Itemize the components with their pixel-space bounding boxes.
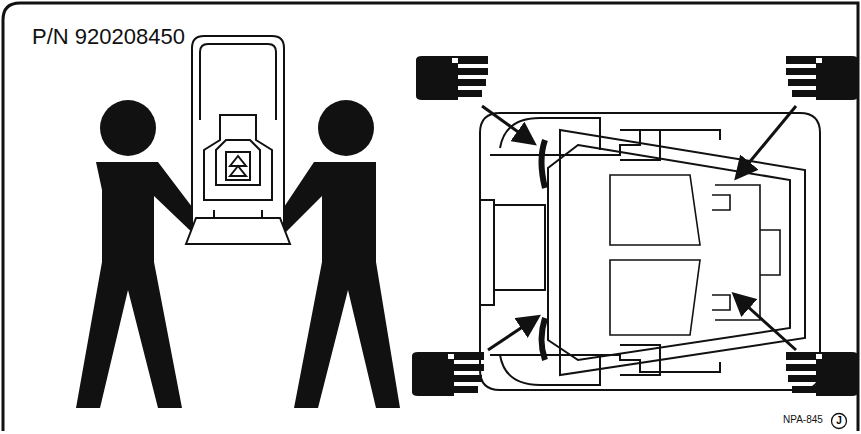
revision-mark: J [836, 416, 842, 426]
revision-letter: J [836, 416, 842, 426]
person-left [76, 100, 208, 408]
machine-top-view [480, 113, 820, 390]
hand-icon [416, 56, 488, 100]
hand-icon [786, 352, 858, 396]
revision-circle [832, 414, 847, 429]
pointer-arrows [482, 106, 796, 350]
hand-icon [412, 352, 484, 396]
part-number: P/N 920208450 [32, 24, 185, 50]
drawing-code: NPA-845 [783, 414, 823, 425]
person-right [270, 100, 400, 408]
hand-icon [786, 56, 858, 100]
lift-point-marks [542, 140, 546, 360]
machine-front-view [186, 36, 290, 244]
